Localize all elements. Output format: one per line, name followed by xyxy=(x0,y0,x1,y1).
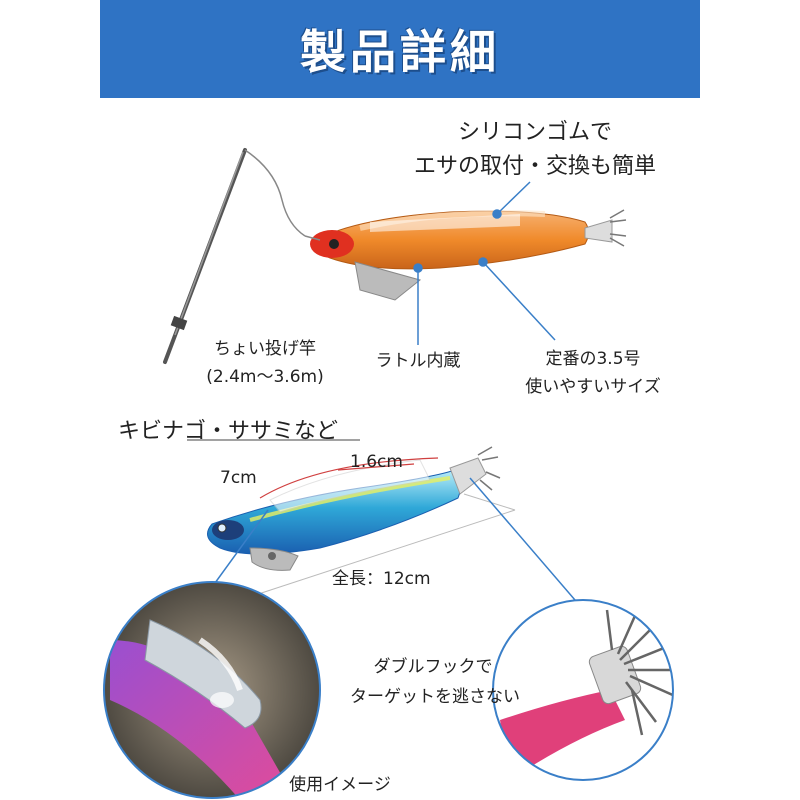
callout-lines-bottom xyxy=(214,477,576,601)
silicone-label-line1: シリコンゴムで xyxy=(457,120,612,145)
dimension-7cm-label: 7cm xyxy=(220,468,257,488)
usage-image-caption: 使用イメージ xyxy=(289,775,391,795)
fishing-rod-icon xyxy=(163,148,306,364)
rod-label-line2: (2.4m〜3.6m) xyxy=(206,367,324,387)
callout-lines-top xyxy=(413,181,556,345)
size-label-line2: 使いやすいサイズ xyxy=(525,377,661,397)
bait-label: キビナゴ・ササミなど xyxy=(118,419,339,444)
usage-image xyxy=(103,581,321,799)
dimension-1-6cm-label: 1.6cm xyxy=(350,452,403,472)
hook-label-line2: ターゲットを逃さない xyxy=(350,687,520,707)
total-length-label: 全長：12cm xyxy=(332,569,431,589)
rod-label-line1: ちょい投げ竿 xyxy=(214,339,316,359)
double-hook-image xyxy=(492,599,674,781)
blue-lure-image xyxy=(207,446,501,571)
size-label-line1: 定番の3.5号 xyxy=(545,349,641,369)
rattle-label: ラトル内蔵 xyxy=(375,351,461,371)
page-title: 製品詳細 xyxy=(300,25,500,79)
silicone-label-line2: エサの取付・交換も簡単 xyxy=(413,154,656,179)
dimension-lines xyxy=(187,439,516,601)
hook-label-line1: ダブルフックで xyxy=(373,657,493,677)
header-banner: 製品詳細 xyxy=(100,0,700,98)
orange-lure-image xyxy=(304,209,627,301)
